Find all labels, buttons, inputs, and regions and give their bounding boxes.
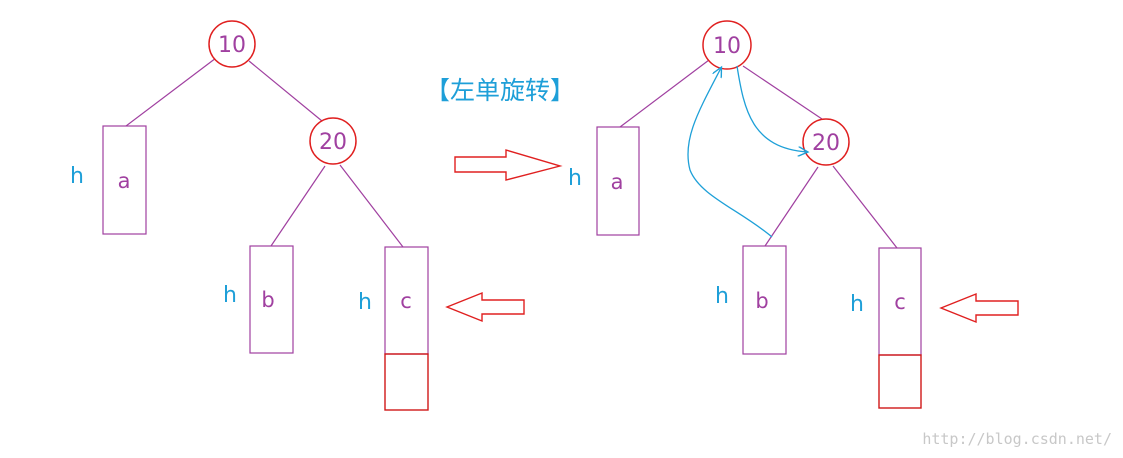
left-node-20-label: 20 [319,130,347,155]
left-subtree-b-label: b [261,288,274,312]
right-node-10-label: 10 [713,34,741,59]
left-subtree-b [249,245,294,354]
left-node-10-label: 10 [218,33,246,58]
watermark: http://blog.csdn.net/ [922,430,1112,448]
transform-arrow-icon [454,149,563,181]
right-edge-20-c [832,165,898,249]
right-node-20-label: 20 [812,131,840,156]
right-edge-20-b [764,166,819,247]
left-node-20 [309,117,357,165]
right-height-b: h [715,284,729,309]
right-tree: 10 20 a h b h c h [568,20,1019,409]
right-node-10 [702,20,752,70]
right-subtree-c-label: c [894,290,906,314]
left-subtree-c-label: c [400,289,412,313]
left-height-c: h [358,290,372,315]
left-subtree-a [102,125,147,235]
right-subtree-a-label: a [611,170,624,194]
left-edge-20-b [270,165,326,247]
left-height-a: h [70,164,84,189]
left-edge-root-20 [248,60,323,122]
left-subtree-a-label: a [118,169,131,193]
right-subtree-b [742,245,787,355]
right-edge-root-20 [742,65,823,120]
right-subtree-b-label: b [755,289,768,313]
left-edge-root-a [125,57,217,127]
right-pointer-arrow-icon [939,292,1019,324]
right-subtree-a [596,126,640,236]
left-node-10 [208,20,256,68]
rotation-arrow-10-to-20-icon [736,65,807,152]
left-pointer-arrow-icon [445,291,525,323]
right-height-a: h [568,166,582,191]
left-extra-level-block [384,353,429,411]
diagram-title: 【左单旋转】 [425,76,575,105]
right-extra-level-block [878,354,922,409]
left-edge-20-c [339,164,404,248]
left-height-b: h [223,283,237,308]
right-node-20 [802,118,850,166]
left-tree: 10 20 a h b h c h [70,20,525,411]
rotation-arrow-b-to-10-icon [687,68,773,238]
right-edge-root-a [619,59,710,128]
right-height-c: h [850,292,864,317]
